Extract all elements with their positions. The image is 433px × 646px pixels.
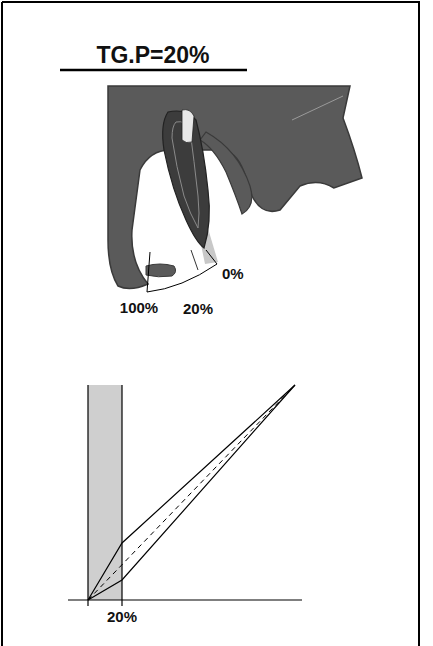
axis-label: 20% (107, 609, 137, 624)
transmitter-housing (108, 86, 362, 289)
title-underline (60, 69, 247, 72)
housing-edge (292, 96, 343, 120)
travel-line (206, 250, 217, 264)
curve-lower (88, 385, 295, 600)
trigger-pivot (182, 110, 194, 143)
band-edge (121, 385, 122, 606)
diagram-title: TG.P=20% (96, 44, 209, 67)
frame-line (418, 2, 420, 646)
play-band (88, 385, 122, 600)
percent-label: 100% (120, 300, 158, 315)
y-axis (87, 385, 88, 606)
trigger-stopper (146, 264, 176, 277)
x-axis (68, 599, 302, 600)
curve-upper (88, 385, 295, 600)
travel-arc (147, 264, 217, 292)
percent-label: 20% (183, 301, 213, 316)
frame-line (1, 2, 3, 646)
travel-line (191, 250, 198, 270)
percent-label: 0% (222, 266, 244, 281)
linear-curve (88, 385, 295, 600)
travel-line (147, 252, 150, 292)
frame-line (2, 1, 420, 3)
